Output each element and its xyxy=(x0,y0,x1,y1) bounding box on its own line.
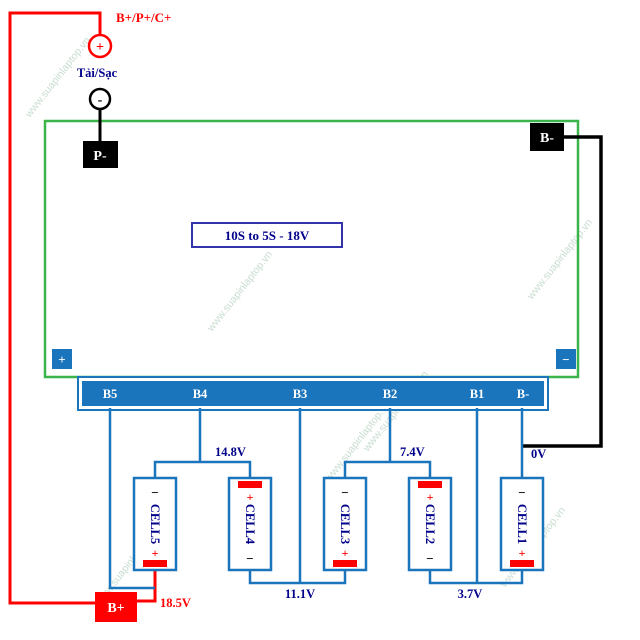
cell-4: + CELL4 − xyxy=(227,476,273,572)
cell-4-top-sign: + xyxy=(247,490,254,504)
cell-5-top-sign: − xyxy=(151,485,158,500)
cell-4-plus-bar xyxy=(238,481,262,488)
p-minus-label: P- xyxy=(93,149,107,164)
b-plus-p-plus-c-plus-label: B+/P+/C+ xyxy=(116,10,171,25)
cell-1: − CELL1 + xyxy=(499,476,545,572)
wire-b3-junction xyxy=(248,570,347,585)
pin-bminus: B- xyxy=(517,387,530,401)
b-plus-box: B+ xyxy=(95,592,137,622)
pin-b3: B3 xyxy=(293,387,308,401)
cell-1-name: CELL1 xyxy=(515,504,529,544)
cell-5-plus-bar xyxy=(143,560,167,567)
negative-terminal-sign: - xyxy=(98,93,103,108)
b-plus-wire xyxy=(8,11,102,605)
cell-2-bottom-sign: − xyxy=(426,551,433,566)
voltage-pack: 18.5V xyxy=(160,596,191,610)
negative-terminal: - xyxy=(88,87,112,111)
negative-terminal-circle xyxy=(88,87,112,111)
plus-pad-square xyxy=(52,349,72,369)
pin-b2: B2 xyxy=(383,387,398,401)
load-charge-label: Tải/Sạc xyxy=(77,66,118,80)
wire-b5 xyxy=(108,408,155,590)
cell-5-name: CELL5 xyxy=(148,504,162,544)
minus-pad-square xyxy=(556,349,576,369)
b-minus-wire xyxy=(522,135,603,448)
balance-wires xyxy=(108,408,524,590)
cell-5: − CELL5 + xyxy=(132,476,178,572)
positive-terminal-circle xyxy=(87,33,113,59)
pin-b1: B1 xyxy=(470,387,485,401)
b-minus-label: B- xyxy=(540,131,554,146)
cell-4-bottom-sign: − xyxy=(246,551,253,566)
b-plus-box-label: B+ xyxy=(107,601,124,616)
cell-1-body xyxy=(499,476,545,572)
b-plus-rect xyxy=(95,592,137,622)
cell-3-plus-bar xyxy=(333,560,357,567)
p-minus-box: P- xyxy=(83,141,118,168)
board-label: 10S to 5S - 18V xyxy=(191,222,343,248)
voltage-bminus: 0V xyxy=(531,447,546,461)
wire-b2-junction xyxy=(343,460,432,478)
voltage-b4: 14.8V xyxy=(215,445,246,459)
cell-4-body xyxy=(227,476,273,572)
cell-3-bottom-sign: + xyxy=(342,546,349,560)
wire-b1-junction xyxy=(428,570,524,585)
watermark-text: www.suapinlaptop.vn xyxy=(524,217,595,303)
b-minus-box: B- xyxy=(530,123,564,151)
voltage-b1: 3.7V xyxy=(458,587,483,601)
board-label-text: 10S to 5S - 18V xyxy=(225,228,310,243)
positive-terminal: + xyxy=(87,33,113,59)
plus-pad-label: + xyxy=(58,352,65,367)
cell-5-bottom-sign: + xyxy=(152,546,159,560)
p-minus-rect xyxy=(83,141,118,168)
board-minus-pad: − xyxy=(556,349,576,369)
b-minus-rect xyxy=(530,123,564,151)
board-label-box xyxy=(191,222,343,248)
cell-1-plus-bar xyxy=(510,560,534,567)
voltage-b2: 7.4V xyxy=(400,445,425,459)
watermark-text: www.suapinlaptop.vn xyxy=(204,249,275,335)
cell-2-name: CELL2 xyxy=(423,504,437,544)
cell-1-top-sign: − xyxy=(518,485,525,500)
pin-b4: B4 xyxy=(193,387,208,401)
cell-3: − CELL3 + xyxy=(322,476,368,572)
minus-pad-label: − xyxy=(562,352,569,367)
wire-b4-junction xyxy=(153,460,252,478)
cell-2: + CELL2 − xyxy=(407,476,453,572)
cell-4-name: CELL4 xyxy=(243,504,257,545)
board-plus-pad: + xyxy=(52,349,72,369)
cell-2-plus-bar xyxy=(418,481,442,488)
positive-terminal-sign: + xyxy=(96,40,104,55)
voltage-b3: 11.1V xyxy=(285,587,315,601)
connector-bar xyxy=(82,381,544,406)
cell-2-top-sign: + xyxy=(427,490,434,504)
balance-connector: B5 B4 B3 B2 B1 B- xyxy=(77,376,549,411)
cell-2-body xyxy=(407,476,453,572)
watermark-text: www.suapinlaptop.vn xyxy=(322,399,393,485)
cell-5-body xyxy=(132,476,178,572)
cell-3-name: CELL3 xyxy=(338,504,352,544)
b-plus-to-cell5-wire xyxy=(137,564,157,603)
cell-1-bottom-sign: + xyxy=(519,546,526,560)
bms-board-outline xyxy=(43,119,580,379)
cell-3-body xyxy=(322,476,368,572)
pin-b5: B5 xyxy=(103,387,118,401)
cell-3-top-sign: − xyxy=(341,485,348,500)
